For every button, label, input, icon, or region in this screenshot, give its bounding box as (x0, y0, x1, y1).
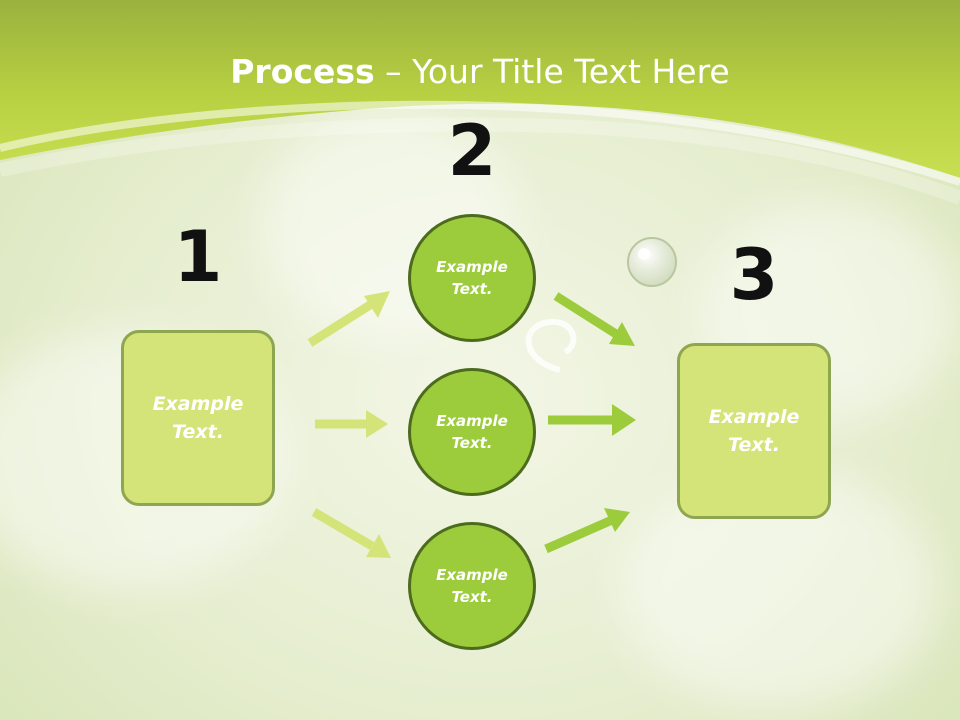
step-box-right: Example Text. (677, 343, 831, 519)
header-swoosh-faint (0, 117, 960, 205)
tendril (525, 318, 577, 373)
step-circle-middle-text: Example Text. (436, 411, 508, 453)
water-droplet (627, 237, 677, 287)
step-circle-bottom-text: Example Text. (436, 565, 508, 607)
header-band (0, 0, 960, 178)
step-box-left: Example Text. (121, 330, 275, 506)
arrow-top-to-right (553, 292, 635, 346)
slide-title: Process – Your Title Text Here (0, 52, 960, 91)
step-number-2: 2 (447, 110, 497, 192)
step-number-3: 3 (729, 234, 779, 316)
water-droplet-highlight (638, 248, 650, 260)
step-circle-top-text: Example Text. (436, 257, 508, 299)
title-bold: Process (230, 52, 375, 91)
step-box-right-text: Example Text. (708, 405, 800, 457)
arrow-left-to-middle (315, 410, 388, 438)
header-swoosh (0, 100, 960, 186)
step-number-1: 1 (173, 216, 223, 298)
arrow-middle-to-right (548, 404, 636, 436)
step-box-left-text: Example Text. (152, 392, 244, 444)
step-circle-bottom: Example Text. (408, 522, 536, 650)
step-circle-middle: Example Text. (408, 368, 536, 496)
arrow-bottom-to-right (544, 508, 630, 554)
title-rest: – Your Title Text Here (374, 52, 730, 91)
arrow-left-to-bottom (311, 508, 391, 558)
arrow-left-to-top (307, 291, 390, 347)
step-circle-top: Example Text. (408, 214, 536, 342)
